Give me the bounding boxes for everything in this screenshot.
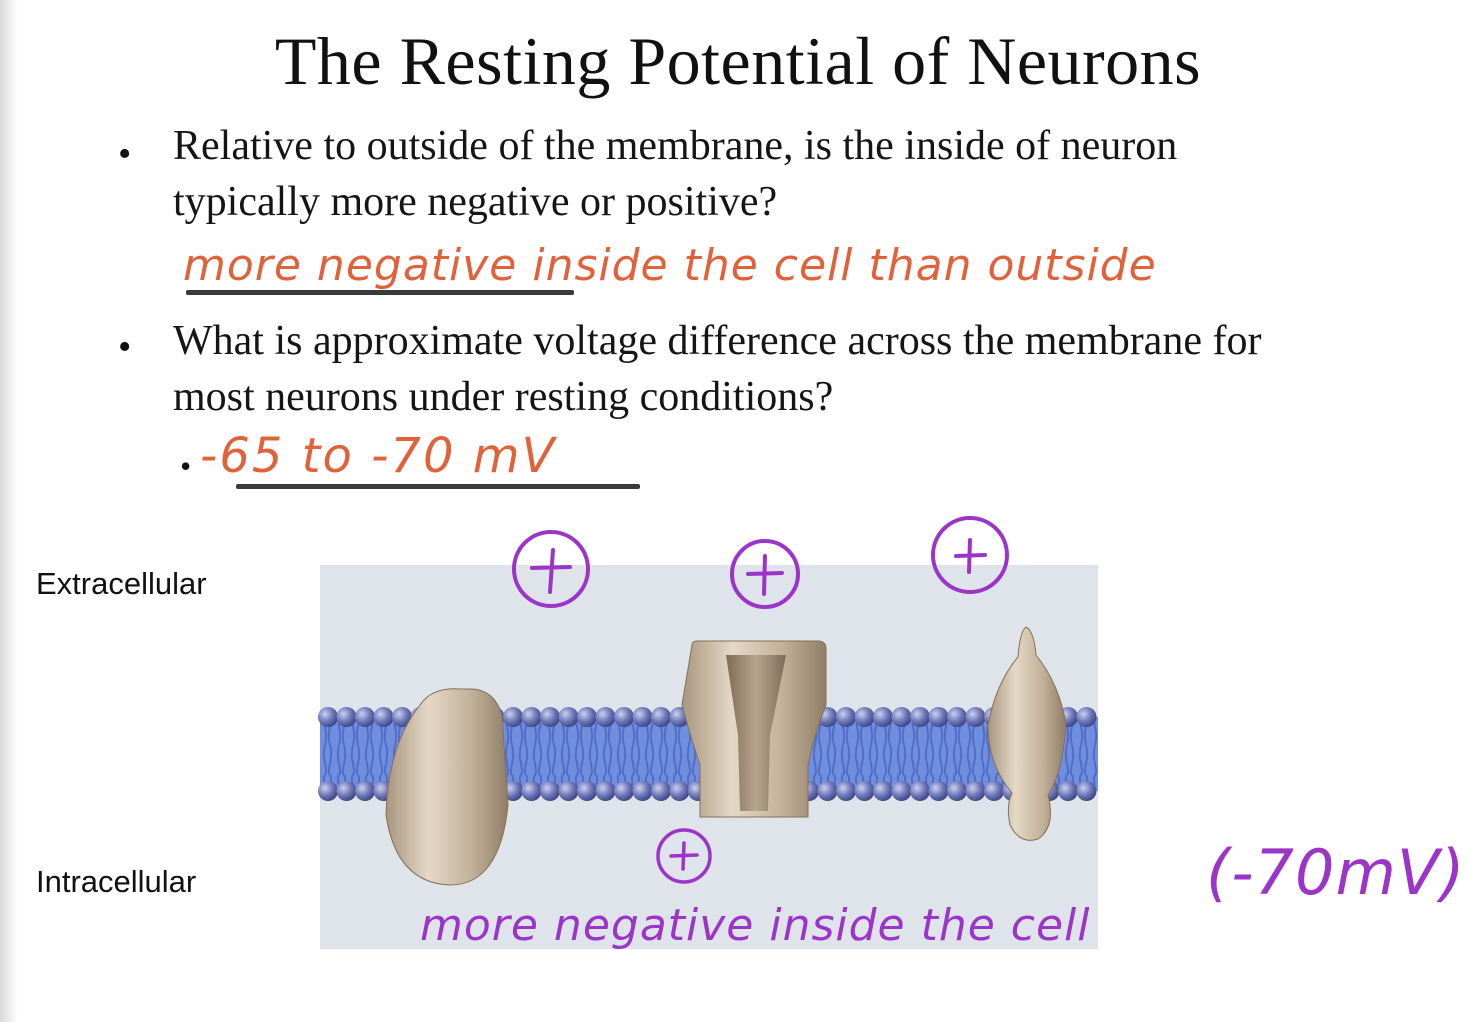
lipid-head <box>854 781 875 801</box>
lipid-head <box>873 781 893 801</box>
receptor-protein <box>987 626 1067 841</box>
lipid-head <box>910 781 930 801</box>
handwritten-voltage-annotation: (-70mV) <box>1206 836 1466 909</box>
answer-1-underline <box>186 290 574 295</box>
bullet-1: • <box>118 133 132 175</box>
lipid-head <box>947 707 967 727</box>
lipid-head <box>577 707 597 727</box>
plus-ion-icon <box>512 530 590 608</box>
lipid-head <box>965 707 986 727</box>
lipid-head <box>614 707 634 727</box>
lipid-head <box>891 707 912 727</box>
lipid-head <box>836 781 856 801</box>
lipid-head <box>355 781 375 801</box>
lipid-head <box>521 781 542 801</box>
answer-2-underline <box>236 484 640 489</box>
lipid-head <box>984 781 1004 801</box>
transporter-protein <box>385 688 509 886</box>
lipid-head <box>632 781 653 801</box>
lipid-head <box>928 707 949 727</box>
lipid-head <box>540 707 560 727</box>
lipid-head <box>503 707 523 727</box>
lipid-head <box>965 781 986 801</box>
question-2: What is approximate voltage difference a… <box>173 318 1262 420</box>
lipid-head <box>521 707 542 727</box>
lipid-head <box>595 781 616 801</box>
lipid-head <box>318 707 338 727</box>
membrane-figure <box>318 565 1098 949</box>
lipid-head <box>336 781 357 801</box>
handwritten-answer-1: more negative inside the cell than outsi… <box>183 240 1157 291</box>
handwritten-answer-2: -65 to -70 mV <box>200 428 557 484</box>
lipid-head <box>1058 781 1078 801</box>
lipid-head <box>558 707 579 727</box>
question-1: Relative to outside of the membrane, is … <box>173 123 1178 225</box>
handwritten-inside-annotation: more negative inside the cell <box>420 900 1091 951</box>
intracellular-label: Intracellular <box>36 864 197 899</box>
lipid-head <box>651 781 671 801</box>
lipid-head <box>318 781 338 801</box>
lipid-head <box>1076 781 1097 801</box>
channel-pore <box>726 655 786 811</box>
lipid-head <box>355 707 375 727</box>
lipid-head <box>947 781 967 801</box>
plus-ion-icon <box>656 828 712 884</box>
lipid-head <box>503 781 523 801</box>
slide-title: The Resting Potential of Neurons <box>274 23 1202 99</box>
lipid-head <box>392 707 412 727</box>
lipid-head <box>891 781 912 801</box>
lipid-head <box>873 707 893 727</box>
lipid-head <box>577 781 597 801</box>
bullet-2: • <box>118 326 132 368</box>
lipid-head <box>836 707 856 727</box>
lipid-head <box>373 707 394 727</box>
plus-ion-icon <box>931 516 1009 594</box>
lipid-head <box>928 781 949 801</box>
membrane-diagram <box>318 626 1098 886</box>
lipid-head <box>910 707 930 727</box>
extracellular-label: Extracellular <box>36 566 207 601</box>
plus-ion-icon <box>730 539 800 609</box>
lipid-head <box>854 707 875 727</box>
lipid-head <box>614 781 634 801</box>
lipid-head <box>1076 707 1097 727</box>
lipid-head <box>632 707 653 727</box>
lipid-head <box>669 781 690 801</box>
left-edge-shadow <box>0 0 18 1022</box>
lipid-head <box>540 781 560 801</box>
lipid-head <box>595 707 616 727</box>
lipid-head <box>651 707 671 727</box>
lipid-head <box>336 707 357 727</box>
lipid-head <box>558 781 579 801</box>
lipid-head <box>817 781 838 801</box>
bullet-3: • <box>180 448 192 484</box>
